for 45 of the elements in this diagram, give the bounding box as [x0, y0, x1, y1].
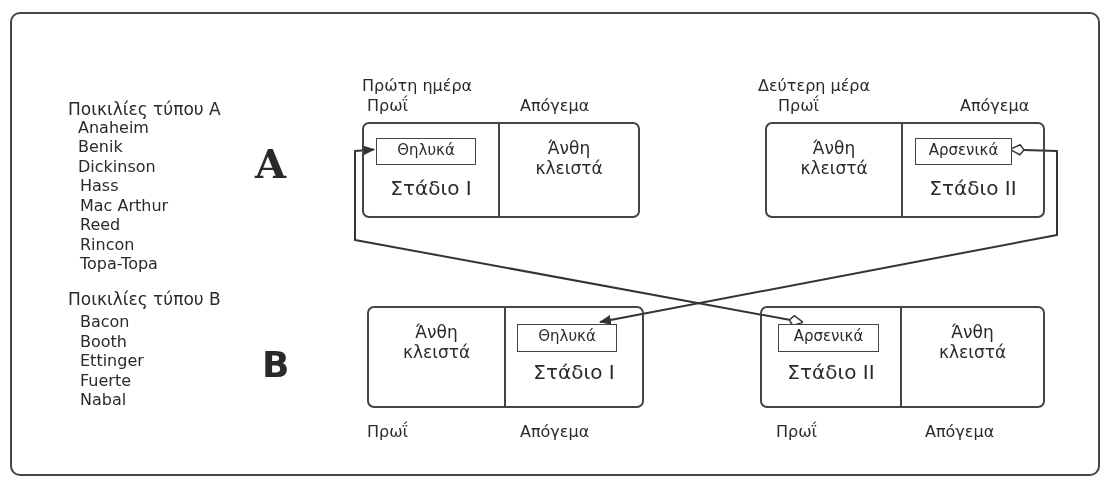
text-label: Πρωΐ: [776, 423, 817, 441]
stage-label: Στάδιο I: [532, 360, 616, 384]
flower-stage-cell: [500, 122, 640, 218]
text-label: Απόγεμα: [925, 423, 995, 441]
flower-stage-cell: [506, 306, 644, 408]
text-label: Ποικιλίες τύπου B: [68, 290, 221, 309]
cell-text: Άνθη κλειστά: [401, 322, 472, 362]
cell-text: Άνθη κλειστά: [937, 322, 1008, 362]
stage-label: Στάδιο II: [928, 176, 1018, 200]
stage-label: Στάδιο II: [786, 360, 876, 384]
text-label: Ποικιλίες τύπου A: [68, 100, 221, 119]
flower-stage-cell: [765, 122, 903, 218]
text-label: Πρώτη ημέρα: [362, 77, 473, 95]
cell-text: Άνθη κλειστά: [534, 138, 604, 178]
text-label: Mac Arthur: [80, 197, 169, 215]
text-label: Benik: [78, 138, 123, 156]
text-label: Απόγεμα: [960, 97, 1030, 115]
text-label: Ettinger: [80, 352, 144, 370]
stage-label: Στάδιο I: [389, 176, 473, 200]
text-label: Anaheim: [78, 119, 149, 137]
sex-label-box: Αρσενικά: [778, 324, 879, 352]
text-label: Fuerte: [80, 372, 131, 390]
text-label: Απόγεμα: [520, 423, 590, 441]
arrow: [599, 144, 1058, 325]
flower-stage-cell: [367, 306, 506, 408]
text-label: Bacon: [80, 313, 130, 331]
text-label: Δεύτερη μέρα: [758, 77, 871, 95]
flower-stage-cell: [362, 122, 500, 218]
type-letter: A: [255, 142, 287, 186]
text-label: Πρωΐ: [367, 97, 408, 115]
text-label: Nabal: [80, 391, 127, 409]
text-label: Hass: [80, 177, 119, 195]
type-letter: B: [262, 345, 290, 385]
sex-label-box: Αρσενικά: [915, 138, 1012, 165]
text-label: Topa-Topa: [80, 255, 158, 273]
sex-label-box: Θηλυκά: [517, 324, 617, 352]
cell-text: Άνθη κλειστά: [799, 138, 869, 178]
text-label: Reed: [80, 216, 121, 234]
sex-label-box: Θηλυκά: [376, 138, 476, 165]
flower-stage-cell: [902, 306, 1045, 408]
text-label: Rincon: [80, 236, 135, 254]
text-label: Dickinson: [78, 158, 156, 176]
flower-stage-cell: [903, 122, 1045, 218]
text-label: Booth: [80, 333, 127, 351]
flower-stage-cell: [760, 306, 902, 408]
